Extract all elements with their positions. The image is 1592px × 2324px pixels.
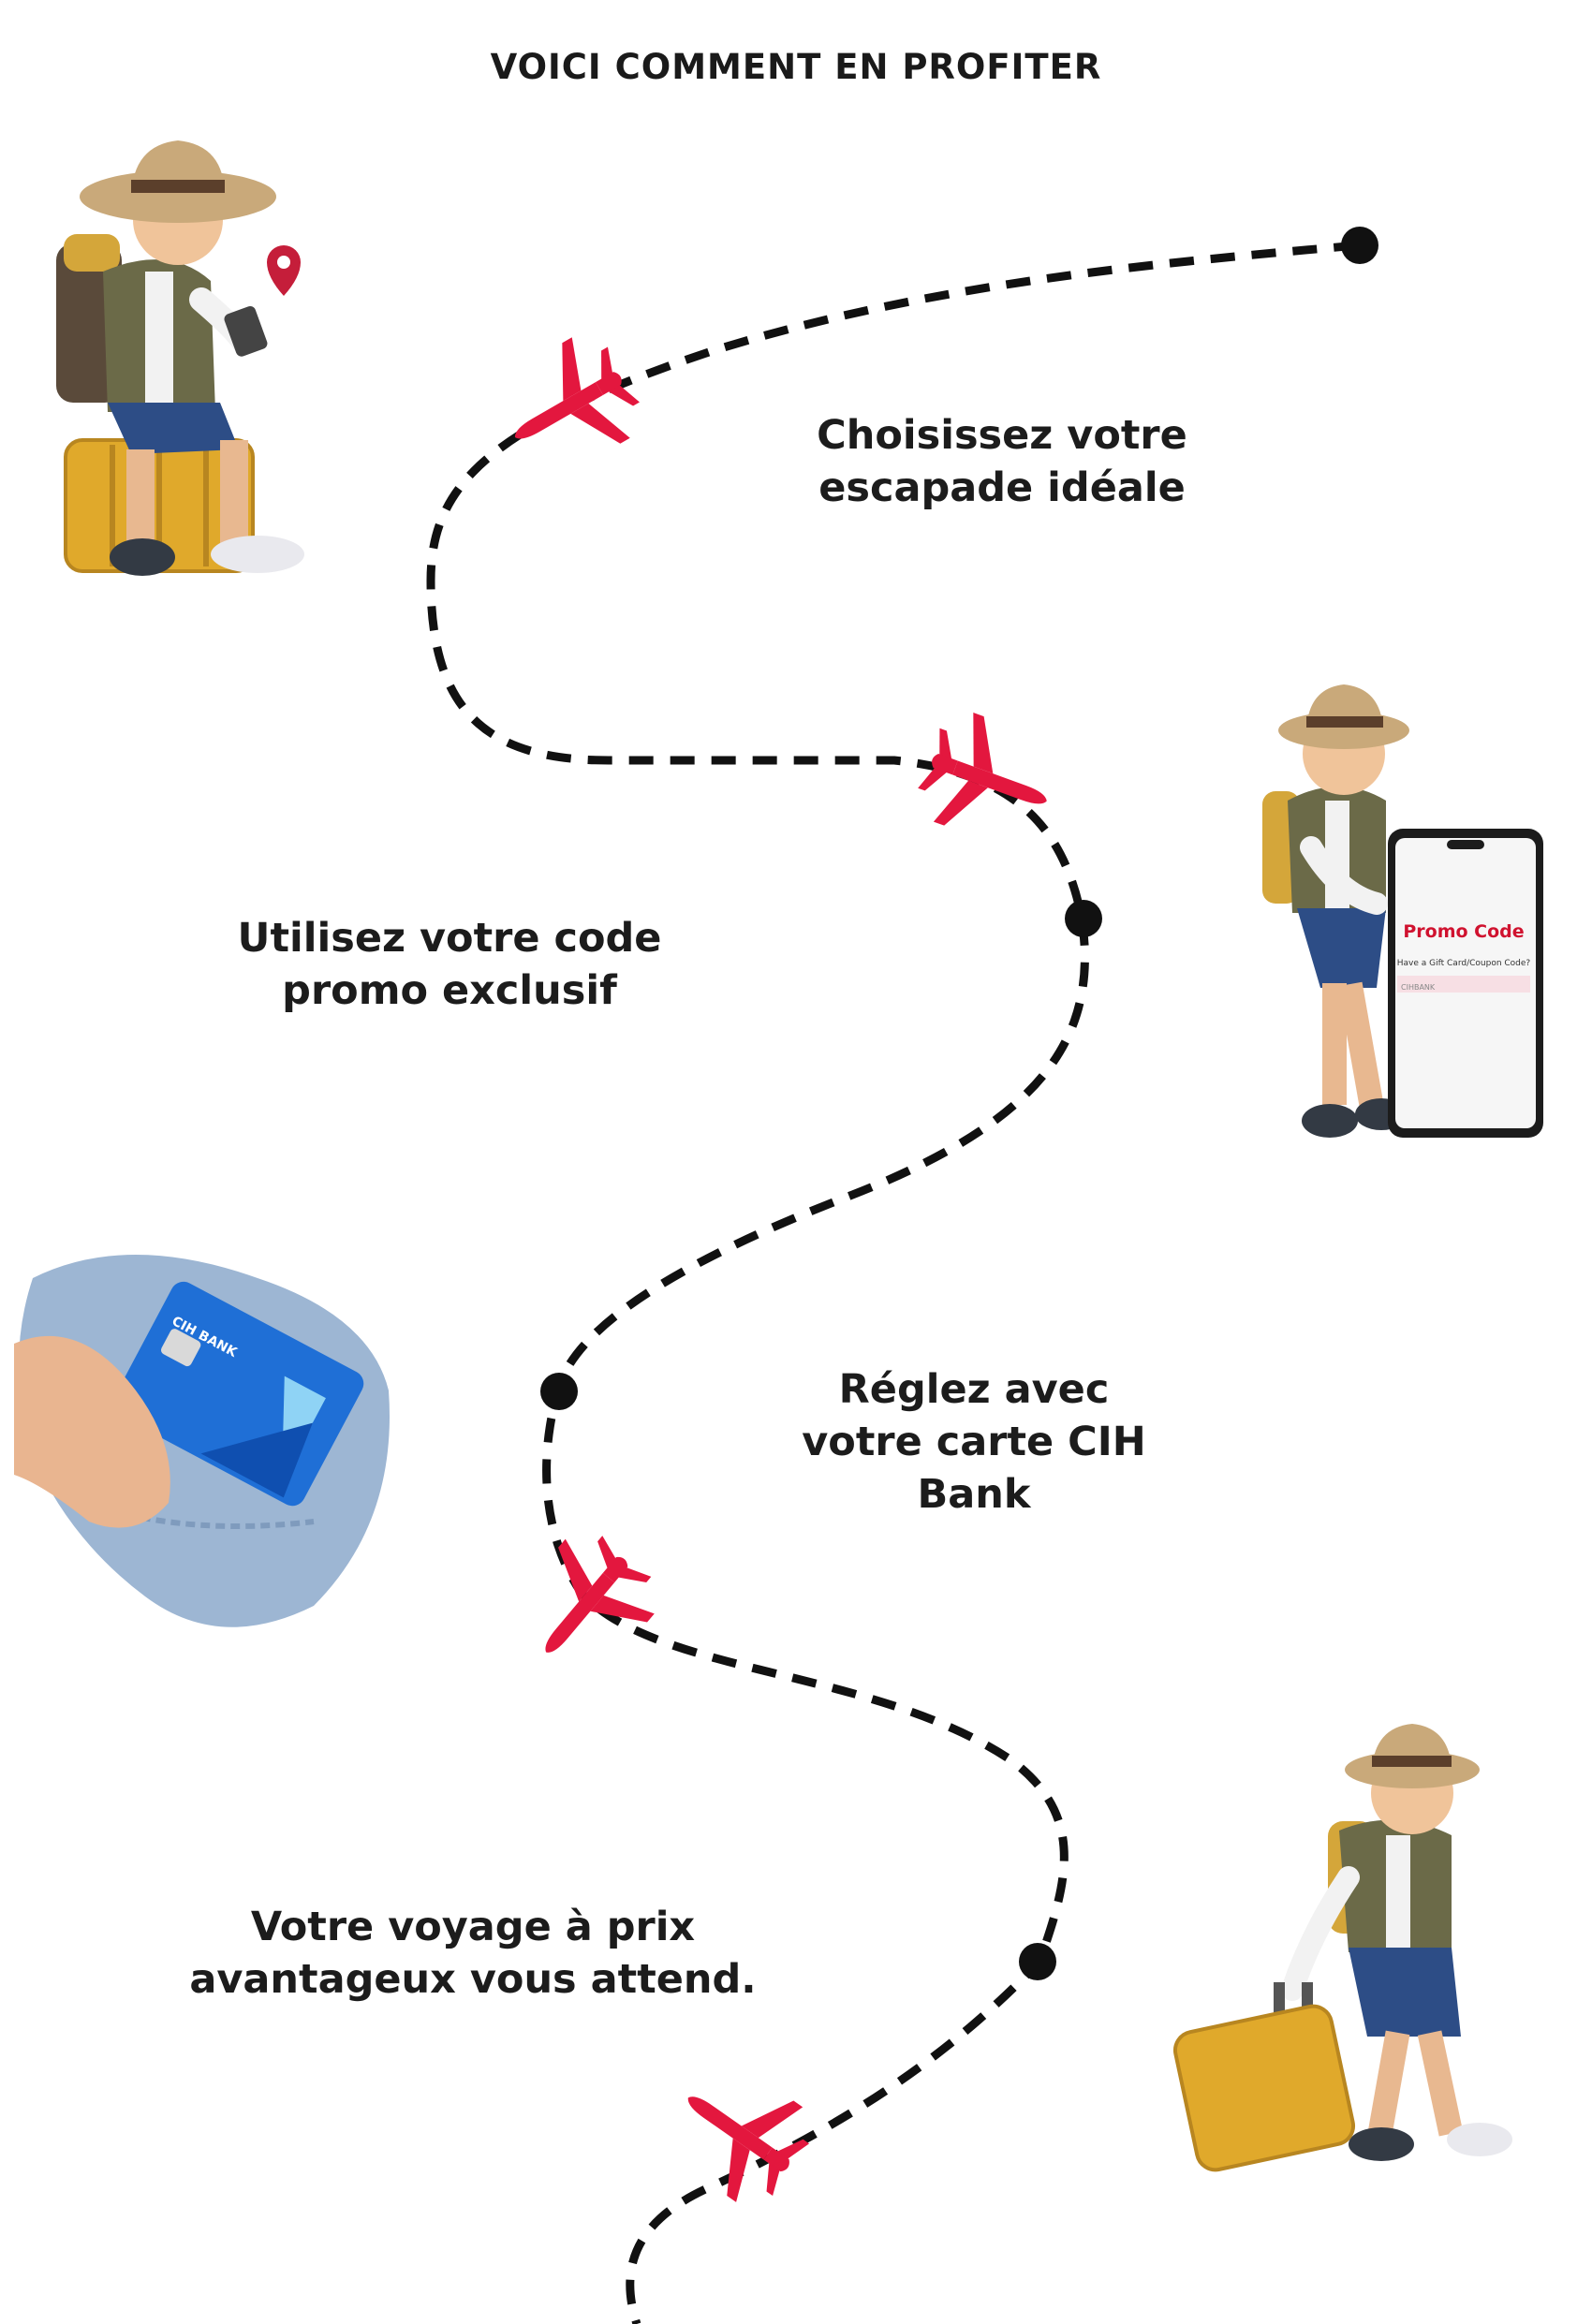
airplane-icon: [485, 324, 653, 488]
traveler-promo-illustration: [1262, 684, 1543, 1138]
waypoint-dot: [1065, 900, 1102, 937]
promo-code-field: CIHBANK: [1397, 976, 1530, 993]
waypoint-dot: [1341, 227, 1378, 264]
step-3-text: Réglez avec votre carte CIH Bank: [802, 1366, 1146, 1518]
waypoint-dot: [1019, 1943, 1056, 1980]
map-pin-icon: [267, 245, 301, 296]
traveler-walking-illustration: [1172, 1724, 1512, 2172]
cih-card-illustration: [14, 1255, 390, 1627]
airplane-icon: [908, 703, 1067, 856]
page-title: VOICI COMMENT EN PROFITER: [490, 47, 1102, 87]
airplane-icon: [501, 1519, 671, 1690]
promo-code-value: CIHBANK: [1401, 983, 1436, 992]
airplane-icon: [655, 2050, 825, 2217]
promo-code-question: Have a Gift Card/Coupon Code?: [1396, 959, 1531, 968]
waypoint-dot: [540, 1373, 578, 1410]
traveler-sitting-illustration: [56, 140, 304, 576]
step-1-text: Choisissez votre escapade idéale: [817, 412, 1187, 511]
promo-code-heading: Promo Code: [1403, 921, 1525, 942]
step-4-text: Votre voyage à prix avantageux vous atte…: [189, 1904, 757, 2003]
step-2-text: Utilisez votre code promo exclusif: [237, 915, 662, 1014]
